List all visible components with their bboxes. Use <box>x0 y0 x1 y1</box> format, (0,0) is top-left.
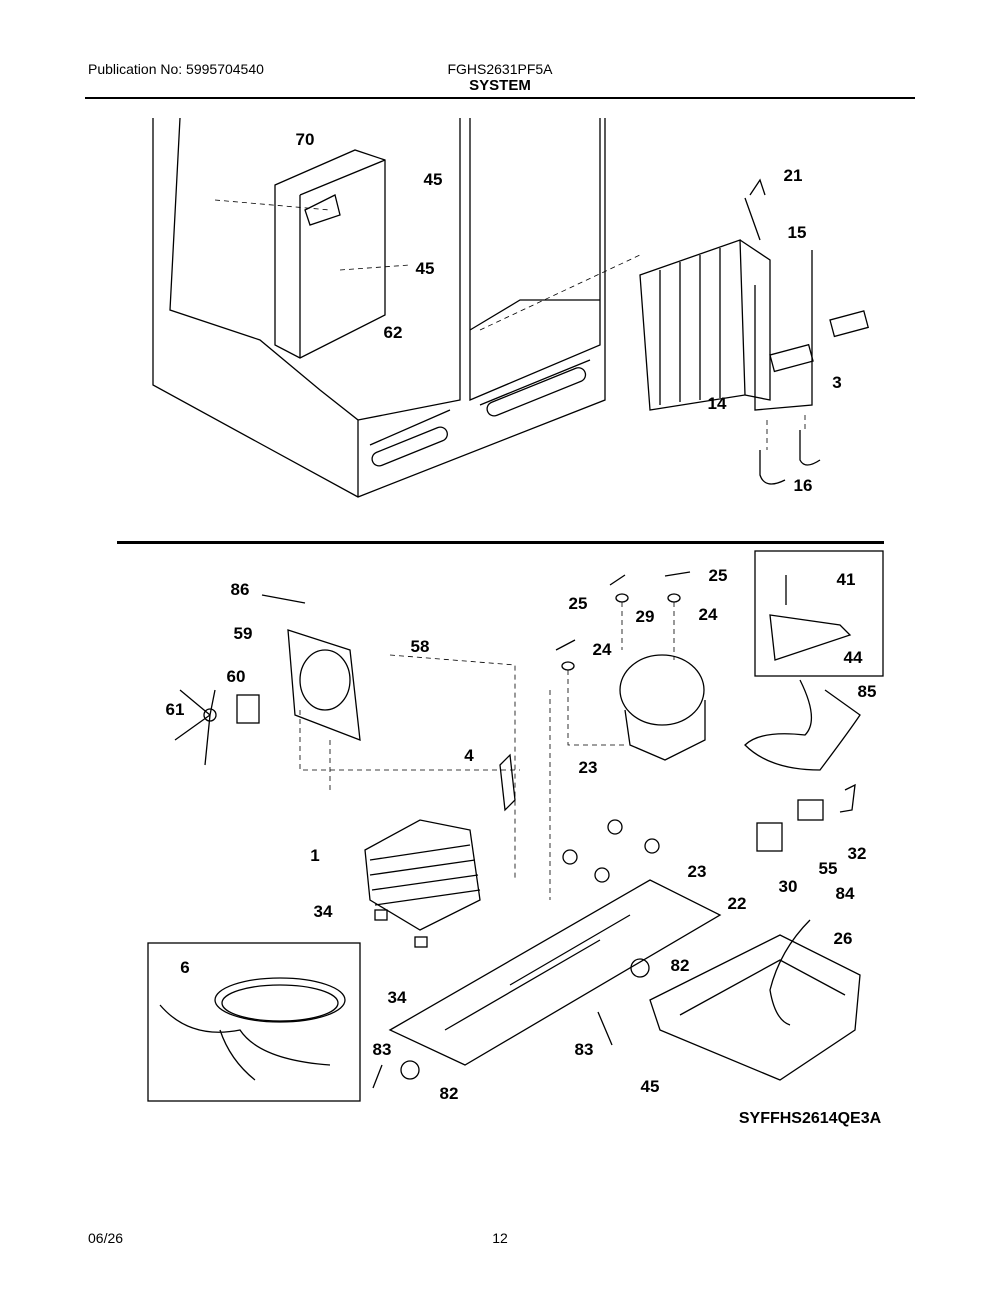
header-rule <box>85 97 915 99</box>
fan-blade <box>174 689 217 766</box>
ice-bucket-housing <box>274 149 386 359</box>
callout-82: 82 <box>670 956 690 975</box>
callout-83: 83 <box>372 1040 392 1059</box>
callout-21: 21 <box>783 166 803 185</box>
callout-6: 6 <box>180 958 190 977</box>
callout-83: 83 <box>574 1040 594 1059</box>
callout-16: 16 <box>793 476 813 495</box>
footer-page-number: 12 <box>492 1230 508 1246</box>
section-divider <box>117 541 884 544</box>
callout-24: 24 <box>592 640 612 659</box>
callout-1: 1 <box>310 846 320 865</box>
callout-44: 44 <box>843 648 863 667</box>
callout-30: 30 <box>778 877 798 896</box>
condenser-coil <box>364 819 481 931</box>
callout-23: 23 <box>687 862 707 881</box>
mounting-rails <box>388 879 722 1066</box>
callout-25: 25 <box>708 566 728 585</box>
callout-45: 45 <box>640 1077 660 1096</box>
fastener-detail-box <box>754 550 884 677</box>
harness-detail-box <box>147 942 361 1102</box>
callout-84: 84 <box>835 884 855 903</box>
callout-34: 34 <box>387 988 407 1007</box>
callout-14: 14 <box>707 394 727 413</box>
callout-85: 85 <box>857 682 877 701</box>
callout-70: 70 <box>295 130 315 149</box>
footer-date: 06/26 <box>88 1230 124 1246</box>
callout-34: 34 <box>313 902 333 921</box>
callout-4: 4 <box>464 746 474 765</box>
compressor <box>619 654 706 761</box>
callout-24: 24 <box>698 605 718 624</box>
callout-61: 61 <box>165 700 185 719</box>
callout-22: 22 <box>727 894 747 913</box>
model-number: FGHS2631PF5A <box>447 61 553 77</box>
fan-motor <box>236 694 260 724</box>
callout-23: 23 <box>578 758 598 777</box>
callout-45: 45 <box>415 259 435 278</box>
cabinet-liner <box>152 117 606 498</box>
callout-26: 26 <box>833 929 853 948</box>
callout-32: 32 <box>847 844 867 863</box>
callout-60: 60 <box>226 667 246 686</box>
callout-59: 59 <box>233 624 253 643</box>
callout-58: 58 <box>410 637 430 656</box>
callout-25: 25 <box>568 594 588 613</box>
callout-3: 3 <box>832 373 842 392</box>
callout-41: 41 <box>836 570 856 589</box>
fan-bracket <box>287 629 361 741</box>
callout-15: 15 <box>787 223 807 242</box>
callout-82: 82 <box>439 1084 459 1103</box>
evaporator-coil <box>639 239 771 411</box>
section-title: SYSTEM <box>469 77 531 94</box>
callout-55: 55 <box>818 859 838 878</box>
callout-29: 29 <box>635 607 655 626</box>
publication-number: Publication No: 5995704540 <box>88 61 264 77</box>
callout-86: 86 <box>230 580 250 599</box>
diagram-code: SYFFHS2614QE3A <box>738 1110 882 1127</box>
callout-62: 62 <box>383 323 403 342</box>
callout-45: 45 <box>423 170 443 189</box>
drain-pan <box>649 934 861 1081</box>
